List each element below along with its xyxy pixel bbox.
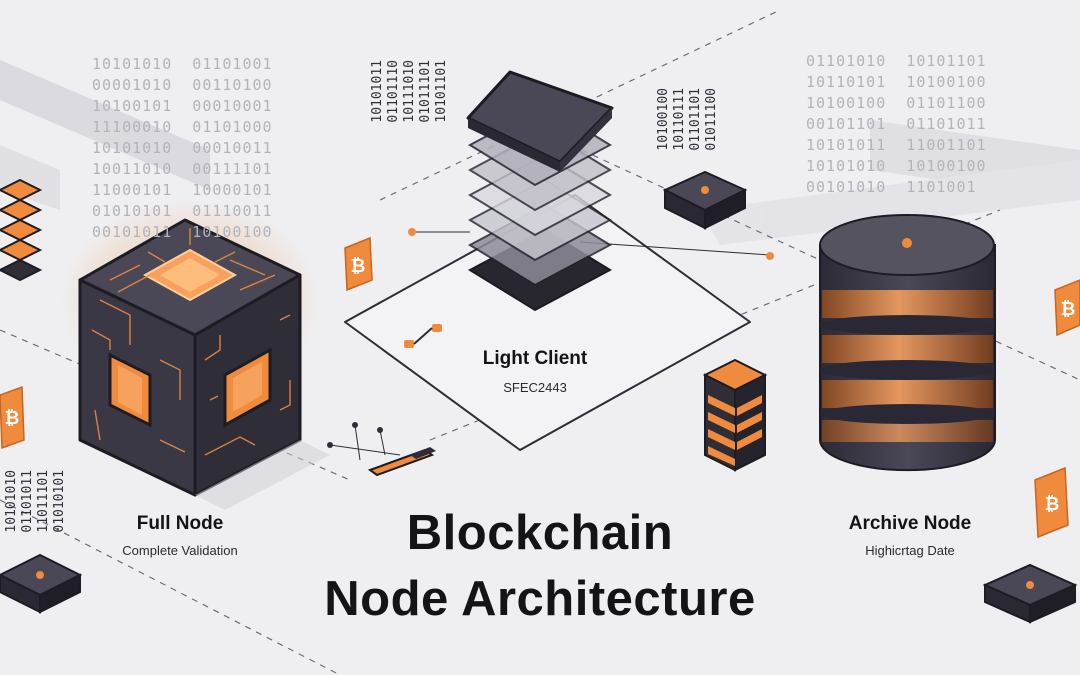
binary-column-right: 10100100 10110111 01101101 01011100 bbox=[656, 88, 719, 151]
light-client-stack bbox=[466, 70, 614, 312]
archive-node-caption: Highicrtag Date bbox=[865, 543, 955, 558]
archive-node-label: Archive Node Highicrtag Date bbox=[820, 513, 1000, 558]
bottom-left-node-pad bbox=[0, 553, 83, 614]
archive-node-title: Archive Node bbox=[848, 513, 972, 534]
top-right-node-pad bbox=[662, 170, 748, 230]
svg-text:₿: ₿ bbox=[5, 408, 20, 429]
bitcoin-icon: ₿ bbox=[0, 385, 25, 450]
archive-node-cylinder bbox=[819, 214, 996, 472]
left-server-stack bbox=[0, 178, 43, 282]
full-node-title: Full Node bbox=[136, 513, 224, 534]
middle-server-stack bbox=[702, 358, 768, 472]
background-pipes bbox=[0, 60, 1080, 245]
page-title: Blockchain Node Architecture bbox=[210, 500, 870, 632]
bitcoin-icon: ₿ bbox=[344, 236, 373, 292]
bitcoin-icon: ₿ bbox=[1054, 279, 1080, 337]
binary-column-center: 10101011 01101110 10111010 01011101 1010… bbox=[370, 60, 449, 123]
full-node-caption: Complete Validation bbox=[122, 543, 238, 558]
bitcoin-icon: ₿ bbox=[1034, 466, 1069, 539]
light-client-label: Light Client SFEC2443 bbox=[455, 348, 615, 395]
circuit-board bbox=[327, 422, 436, 477]
page-title-line-2: Node Architecture bbox=[324, 572, 756, 626]
svg-text:₿: ₿ bbox=[351, 256, 366, 277]
light-client-title: Light Client bbox=[482, 348, 588, 369]
full-node-label: Full Node Complete Validation bbox=[95, 513, 265, 558]
light-client-caption: SFEC2443 bbox=[503, 380, 567, 395]
binary-block-left: 10101010 01101001 00001010 00110100 1010… bbox=[92, 55, 273, 241]
binary-block-right: 01101010 10101101 10110101 10100100 1010… bbox=[806, 52, 987, 196]
chain-link-icon bbox=[404, 324, 442, 348]
bitcoin-badges: ₿ ₿ ₿ ₿ bbox=[0, 236, 1080, 539]
page-title-line-1: Blockchain bbox=[406, 506, 674, 560]
bottom-right-node-pad bbox=[982, 563, 1078, 624]
svg-text:₿: ₿ bbox=[1061, 299, 1076, 320]
svg-text:₿: ₿ bbox=[1045, 494, 1060, 515]
full-node-cube bbox=[60, 200, 330, 510]
binary-column-bottom-left: 10101010 01101011 11011101 01010101 bbox=[4, 470, 67, 533]
